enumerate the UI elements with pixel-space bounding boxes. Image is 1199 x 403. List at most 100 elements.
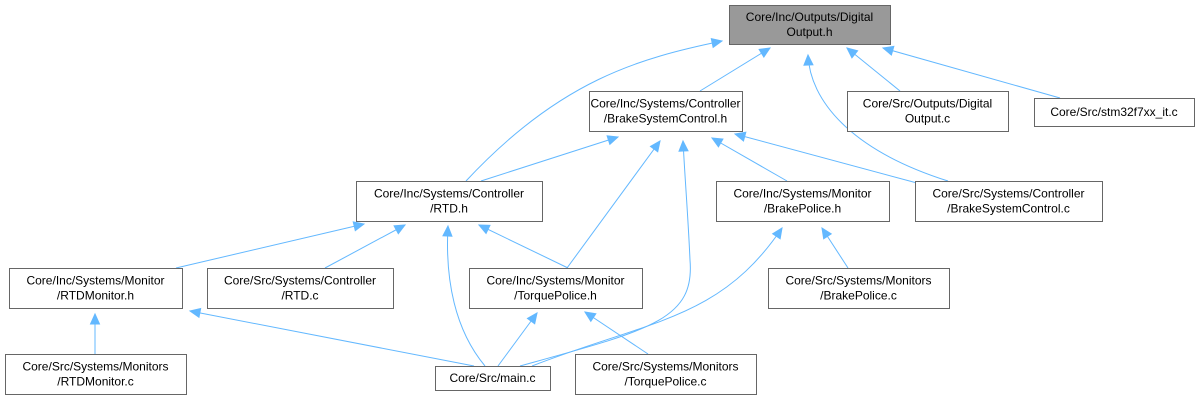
node-brake-system-control-h[interactable]: Core/Inc/Systems/Controller/BrakeSystemC… bbox=[589, 91, 743, 132]
node-label: Core/Inc/Outputs/Digital bbox=[746, 10, 873, 24]
edge-rtd_c-to-rtd_h bbox=[324, 224, 407, 269]
node-box bbox=[1034, 98, 1195, 127]
edge-line bbox=[584, 311, 649, 355]
node-rtd-monitor-c[interactable]: Core/Src/Systems/Monitors/RTDMonitor.c bbox=[5, 354, 187, 395]
edge-line bbox=[711, 137, 788, 182]
node-box bbox=[915, 181, 1103, 222]
arrowhead bbox=[678, 139, 689, 152]
edge-brake_police_c-to-brake_police_h bbox=[821, 226, 849, 269]
node-label: /RTDMonitor.c bbox=[57, 375, 133, 389]
edge-line bbox=[699, 47, 771, 92]
node-brake-system-control-c[interactable]: Core/Src/Systems/Controller/BrakeSystemC… bbox=[915, 181, 1103, 222]
node-label: Core/Inc/Systems/Monitor bbox=[26, 274, 164, 288]
edge-digital_output_c-to-digital_output_h bbox=[846, 47, 901, 92]
node-rtd-c[interactable]: Core/Src/Systems/Controller/RTD.c bbox=[207, 268, 394, 309]
edge-line bbox=[807, 54, 949, 182]
edge-line bbox=[447, 225, 486, 367]
node-label: /TorquePolice.h bbox=[514, 289, 597, 303]
node-box bbox=[5, 354, 187, 395]
arrowhead bbox=[393, 224, 407, 235]
node-stm32f7xx-it-c[interactable]: Core/Src/stm32f7xx_it.c bbox=[1034, 98, 1195, 127]
node-label: Core/Inc/Systems/Monitor bbox=[486, 274, 624, 288]
node-box bbox=[716, 181, 890, 222]
edge-torque_police_h-to-rtd_h bbox=[477, 224, 569, 269]
node-rtd-h[interactable]: Core/Inc/Systems/Controller/RTD.h bbox=[356, 181, 543, 222]
edge-line bbox=[497, 312, 538, 367]
edge-rtd_monitor_h-to-rtd_h bbox=[175, 221, 366, 269]
node-label: /RTD.h bbox=[430, 202, 468, 216]
arrowhead bbox=[710, 37, 724, 49]
arrowhead bbox=[846, 47, 859, 59]
arrowhead bbox=[583, 311, 597, 323]
edge-stm32f7xx_it_c-to-digital_output_h bbox=[881, 45, 1061, 99]
node-label: Core/Inc/Systems/Controller bbox=[374, 187, 524, 201]
node-label: Core/Src/Systems/Controller bbox=[932, 187, 1084, 201]
edge-line bbox=[566, 140, 661, 269]
node-main-c[interactable]: Core/Src/main.c bbox=[435, 366, 551, 391]
arrowhead bbox=[821, 226, 833, 240]
node-label: Core/Src/Systems/Controller bbox=[224, 274, 376, 288]
arrowhead bbox=[477, 224, 491, 235]
arrowhead bbox=[188, 307, 202, 319]
node-box bbox=[847, 91, 1009, 132]
node-label: Core/Src/stm32f7xx_it.c bbox=[1050, 105, 1177, 119]
arrowhead bbox=[771, 226, 783, 240]
node-label: Output.c bbox=[905, 112, 950, 126]
edge-brake_system_control_c-to-brake_system_control_h bbox=[733, 131, 918, 184]
node-label: Core/Src/main.c bbox=[449, 371, 535, 385]
arrowhead bbox=[526, 312, 538, 325]
edge-line bbox=[324, 224, 406, 269]
edge-main_c-to-torque_police_h bbox=[497, 312, 538, 367]
node-box bbox=[9, 268, 183, 309]
node-label: Core/Src/Systems/Monitors bbox=[592, 360, 738, 374]
node-label: /RTD.c bbox=[281, 289, 318, 303]
edge-line bbox=[175, 223, 365, 269]
edge-line bbox=[465, 40, 723, 182]
arrowhead bbox=[606, 135, 620, 146]
edge-brake_police_h-to-brake_system_control_h bbox=[710, 137, 788, 182]
node-box bbox=[207, 268, 394, 309]
arrowhead bbox=[881, 45, 895, 56]
edge-torque_police_h-to-brake_system_control_h bbox=[566, 140, 661, 269]
node-label: Core/Inc/Systems/Monitor bbox=[733, 187, 871, 201]
node-label: Core/Src/Systems/Monitors bbox=[22, 360, 168, 374]
node-label: Core/Src/Systems/Monitors bbox=[785, 274, 931, 288]
edge-line bbox=[734, 133, 918, 184]
edge-rtd_h-to-brake_system_control_h bbox=[480, 135, 620, 182]
nodes-layer: Core/Inc/Outputs/DigitalOutput.hCore/Inc… bbox=[5, 5, 1195, 395]
node-label: /TorquePolice.c bbox=[624, 375, 706, 389]
node-brake-police-c[interactable]: Core/Src/Systems/Monitors/BrakePolice.c bbox=[768, 268, 950, 309]
edge-main_c-to-brake_police_h bbox=[531, 226, 783, 367]
edge-brake_system_control_h-to-digital_output_h bbox=[699, 47, 772, 92]
edge-brake_system_control_c-to-digital_output_h bbox=[803, 53, 949, 182]
arrowhead bbox=[758, 47, 772, 58]
edge-line bbox=[519, 140, 691, 367]
node-label: /BrakePolice.h bbox=[764, 202, 841, 216]
node-label: /BrakeSystemControl.h bbox=[604, 112, 727, 126]
node-box bbox=[356, 181, 543, 222]
edge-line bbox=[531, 227, 783, 367]
node-torque-police-c[interactable]: Core/Src/Systems/Monitors/TorquePolice.c bbox=[575, 354, 757, 395]
edge-main_c-to-rtd_monitor_h bbox=[188, 307, 475, 367]
node-label: /BrakePolice.c bbox=[820, 289, 897, 303]
node-box bbox=[729, 5, 891, 45]
node-label: /RTDMonitor.h bbox=[57, 289, 134, 303]
arrowhead bbox=[803, 53, 814, 66]
arrowhead bbox=[649, 140, 661, 153]
node-brake-police-h[interactable]: Core/Inc/Systems/Monitor/BrakePolice.h bbox=[716, 181, 890, 222]
node-rtd-monitor-h[interactable]: Core/Inc/Systems/Monitor/RTDMonitor.h bbox=[9, 268, 183, 309]
edge-line bbox=[846, 47, 901, 92]
node-label: Output.h bbox=[786, 25, 832, 39]
arrowhead bbox=[710, 137, 724, 148]
node-label: Core/Inc/Systems/Controller bbox=[590, 97, 740, 111]
node-torque-police-h[interactable]: Core/Inc/Systems/Monitor/TorquePolice.h bbox=[469, 268, 643, 309]
node-box bbox=[435, 366, 551, 391]
arrowhead bbox=[89, 312, 101, 325]
edge-torque_police_c-to-torque_police_h bbox=[583, 311, 649, 355]
edge-rtd_h-to-digital_output_h bbox=[465, 37, 724, 182]
edge-line bbox=[189, 310, 475, 367]
edge-line bbox=[478, 224, 569, 269]
